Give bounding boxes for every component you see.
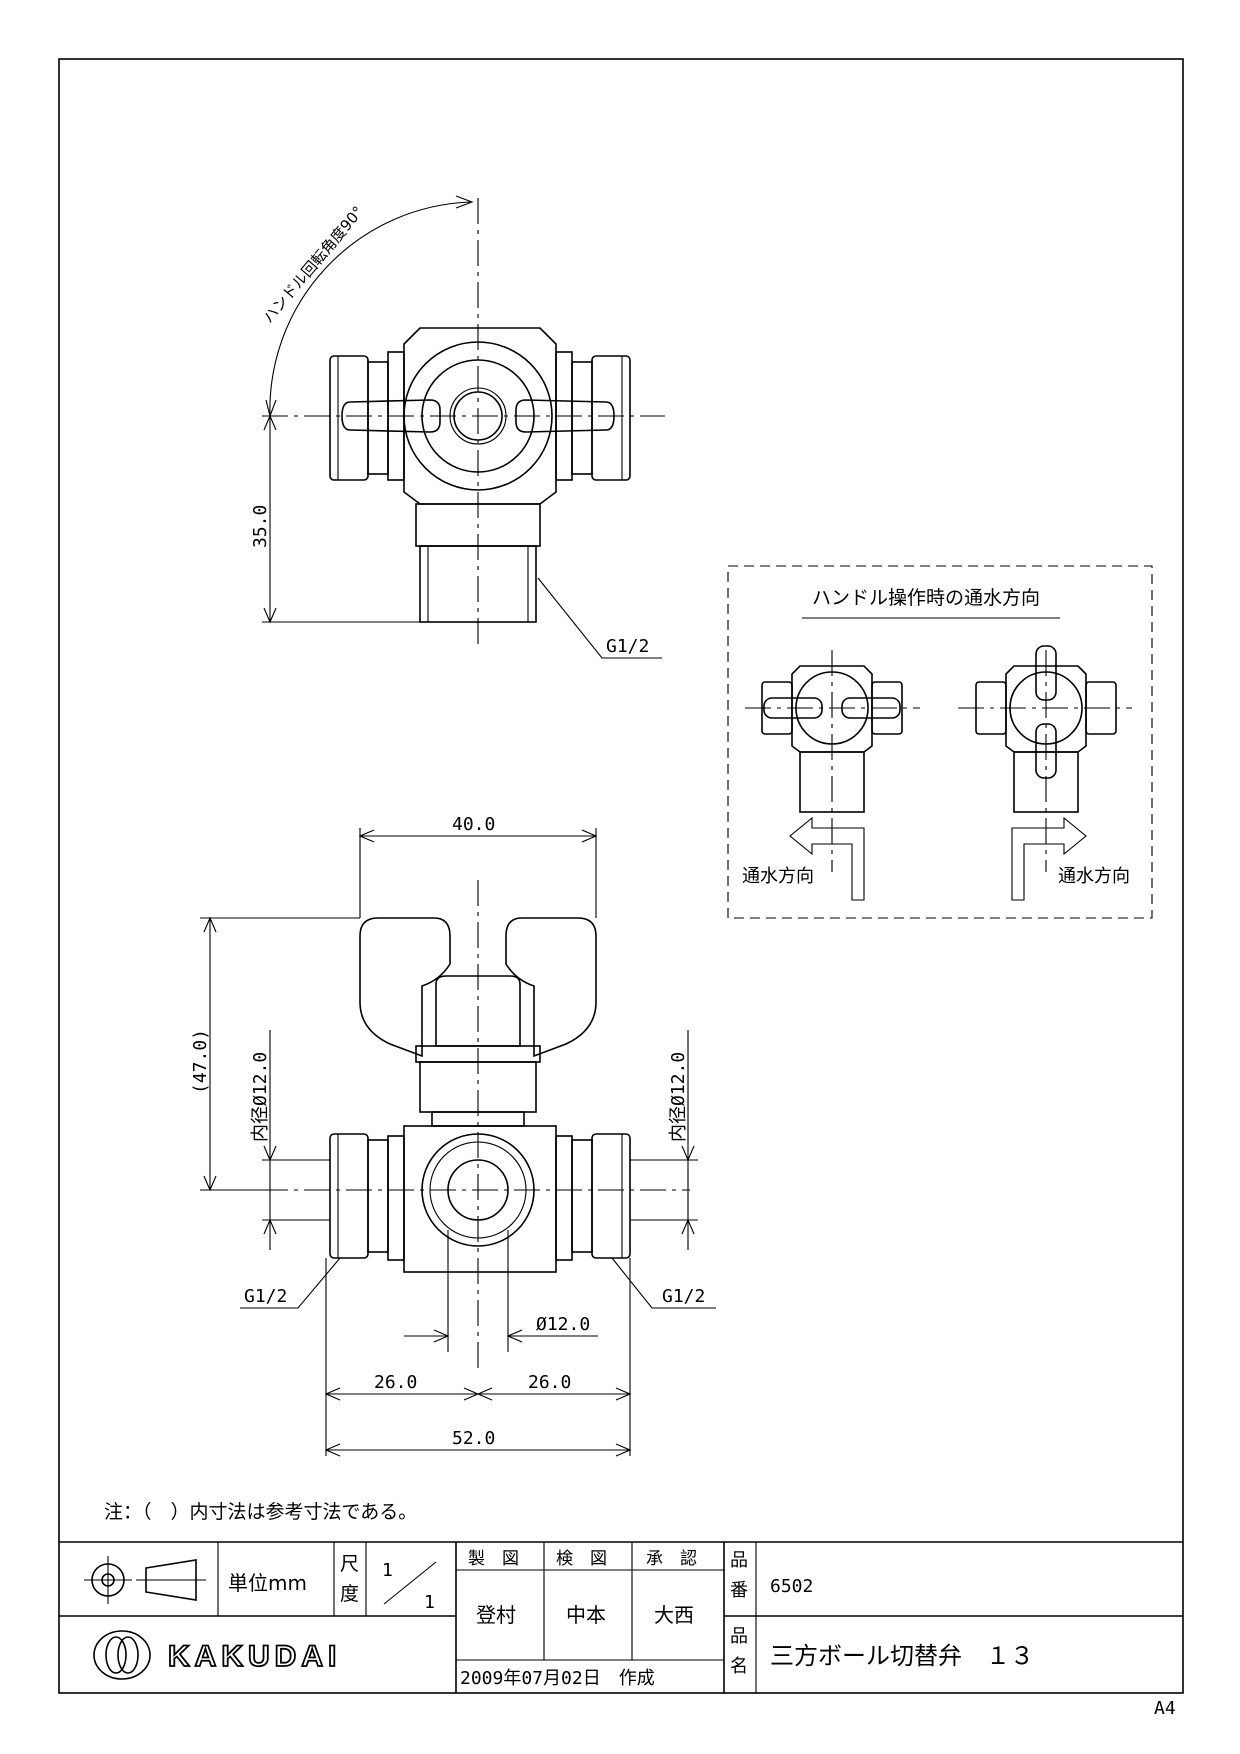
- scale-label-2: 度: [340, 1583, 359, 1605]
- bore-diameter-dimension: Ø12.0: [536, 1314, 590, 1335]
- scale-numerator: 1: [382, 1560, 393, 1581]
- part-name-label-2: 名: [730, 1656, 748, 1677]
- thread-left-label: G1/2: [244, 1286, 287, 1307]
- thread-right-label: G1/2: [662, 1286, 705, 1307]
- scale-denominator: 1: [424, 1592, 435, 1613]
- right-half-dimension: 26.0: [528, 1372, 571, 1393]
- drawn-header: 製 図: [468, 1549, 519, 1569]
- reference-dimension-note: 注：（ ）内寸法は参考寸法である。: [104, 1501, 417, 1523]
- part-no-label-2: 番: [730, 1580, 748, 1601]
- part-no-label-1: 品: [730, 1550, 748, 1571]
- flow-diagram-left: [745, 650, 920, 901]
- sheet-size: A4: [1154, 1698, 1176, 1719]
- top-thread-label: G1/2: [606, 636, 649, 657]
- drawn-by: 登村: [476, 1603, 516, 1627]
- width-dimension: 40.0: [452, 814, 495, 835]
- part-number: 6502: [770, 1576, 813, 1597]
- left-half-dimension: 26.0: [374, 1372, 417, 1393]
- flow-box-title: ハンドル操作時の通水方向: [812, 587, 1040, 609]
- part-name: 三方ボール切替弁 １３: [770, 1642, 1034, 1670]
- flow-diagram-right: [958, 645, 1132, 901]
- approved-by: 大西: [654, 1603, 694, 1627]
- checked-by: 中本: [566, 1603, 606, 1627]
- flow-label-right: 通水方向: [1058, 866, 1130, 887]
- front-view: [200, 828, 716, 1457]
- flow-direction-box: [727, 565, 1153, 919]
- part-name-label-1: 品: [730, 1626, 748, 1647]
- inner-diameter-left: 内径Ø12.0: [250, 1052, 271, 1142]
- unit-label: 単位mm: [228, 1571, 307, 1595]
- flow-label-left: 通水方向: [742, 866, 814, 887]
- scale-label-1: 尺: [340, 1553, 359, 1575]
- drawing-frame: [58, 58, 1184, 1694]
- top-height-dimension: 35.0: [250, 505, 271, 548]
- approved-header: 承 認: [646, 1549, 697, 1569]
- top-view: [262, 195, 665, 659]
- creation-date: 2009年07月02日 作成: [460, 1668, 655, 1689]
- rotation-angle-label: ハンドル回転角度90°: [259, 203, 367, 327]
- total-width-dimension: 52.0: [452, 1428, 495, 1449]
- brand-logo-icon: [93, 1630, 151, 1680]
- inner-diameter-right: 内径Ø12.0: [668, 1052, 689, 1142]
- height-reference-dimension: (47.0): [190, 1029, 211, 1094]
- brand-name: KAKUDAI: [168, 1640, 341, 1673]
- title-block: [59, 1541, 1183, 1693]
- checked-header: 検 図: [556, 1549, 607, 1569]
